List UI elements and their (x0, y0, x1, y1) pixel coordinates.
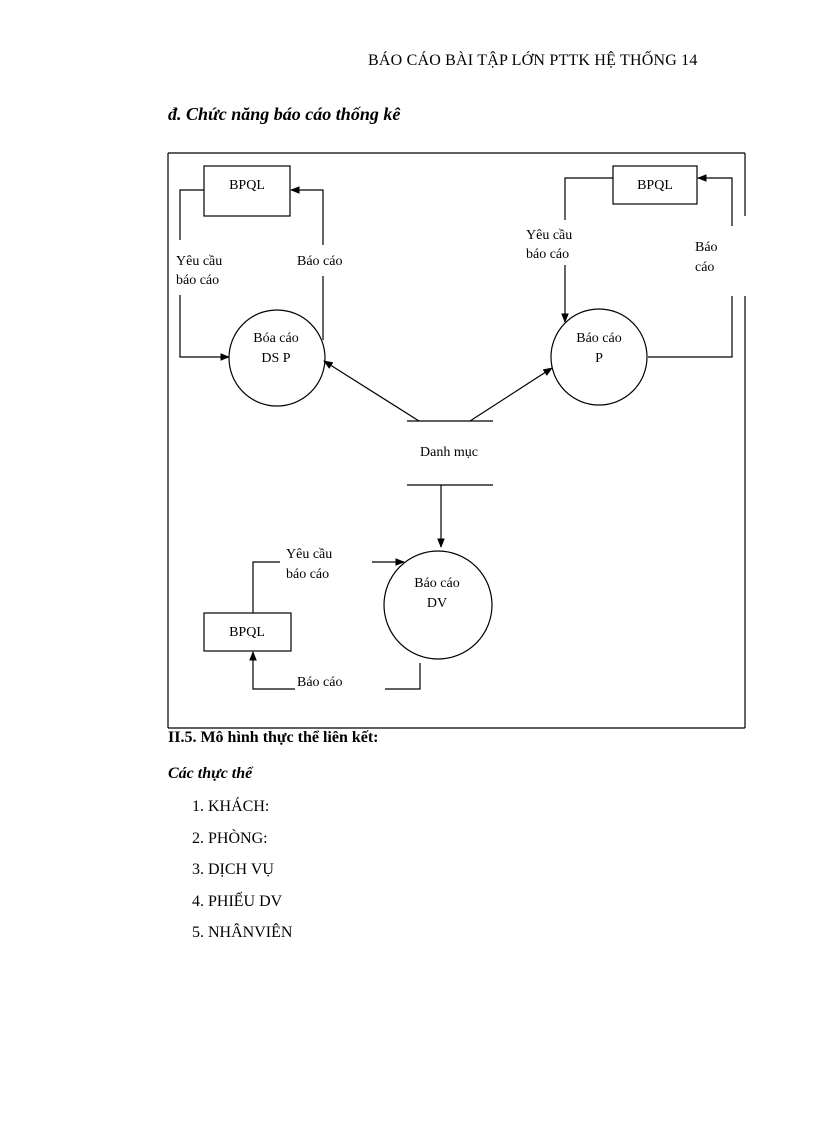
page-header: BÁO CÁO BÀI TẬP LỚN PTTK HỆ THỐNG 14 (368, 52, 698, 69)
entities-title: Các thực thể (168, 765, 253, 782)
data-store-label: Danh mục (420, 445, 478, 460)
process-report-ds-p (228, 309, 326, 407)
process-left-line2: DS P (261, 351, 290, 366)
entity-item-phong: 2. PHÒNG: (192, 829, 268, 847)
request-bottom-line1: Yêu cầu (286, 547, 332, 562)
process-bottom-line2: DV (427, 596, 447, 611)
flow-store-to-right (469, 367, 553, 422)
entity-item-dich-vu: 3. DỊCH VỤ (192, 861, 274, 878)
request-flow-bottom (252, 562, 404, 613)
request-flow-left (179, 189, 229, 357)
process-report-p (550, 308, 648, 406)
bpql-left-label: BPQL (229, 178, 265, 193)
flow-store-to-left (323, 360, 420, 422)
entity-item-khach: 1. KHÁCH: (192, 798, 270, 815)
data-store-danh-muc (407, 420, 493, 486)
report-left-label: Báo cáo (297, 254, 342, 269)
process-report-dv (383, 550, 493, 660)
request-right-line1: Yêu cầu (526, 228, 572, 243)
request-right-line2: báo cáo (526, 247, 569, 262)
entity-item-nhan-vien: 5. NHÂNVIÊN (192, 924, 293, 941)
entity-list: 1. KHÁCH: 2. PHÒNG: 3. DỊCH VỤ 4. PHIẾU … (192, 797, 292, 955)
process-bottom-line1: Báo cáo (414, 576, 459, 591)
process-right-line1: Báo cáo (576, 331, 621, 346)
report-flow-bottom (253, 652, 421, 690)
request-flow-right (565, 177, 613, 322)
report-right-line2: cáo (695, 260, 714, 275)
report-bottom-label: Báo cáo (297, 675, 342, 690)
process-left-line1: Bóa cáo (253, 331, 298, 346)
request-bottom-line2: báo cáo (286, 567, 329, 582)
entity-item-phieu-dv: 4. PHIẾU DV (192, 892, 283, 910)
report-flow-left (291, 190, 324, 340)
bpql-right-label: BPQL (637, 178, 673, 193)
diagram-frame (167, 152, 746, 729)
bpql-bottom-label: BPQL (229, 625, 265, 640)
section-title: đ. Chức năng báo cáo thống kê (168, 104, 401, 124)
report-right-line1: Báo (695, 240, 718, 255)
report-flow-right (648, 178, 733, 358)
request-left-line2: báo cáo (176, 273, 219, 288)
process-right-line2: P (595, 351, 603, 366)
request-left-line1: Yêu cầu (176, 254, 222, 269)
bpql-left-box (203, 165, 291, 217)
erm-section-title: II.5. Mô hình thực thể liên kết: (168, 729, 379, 746)
